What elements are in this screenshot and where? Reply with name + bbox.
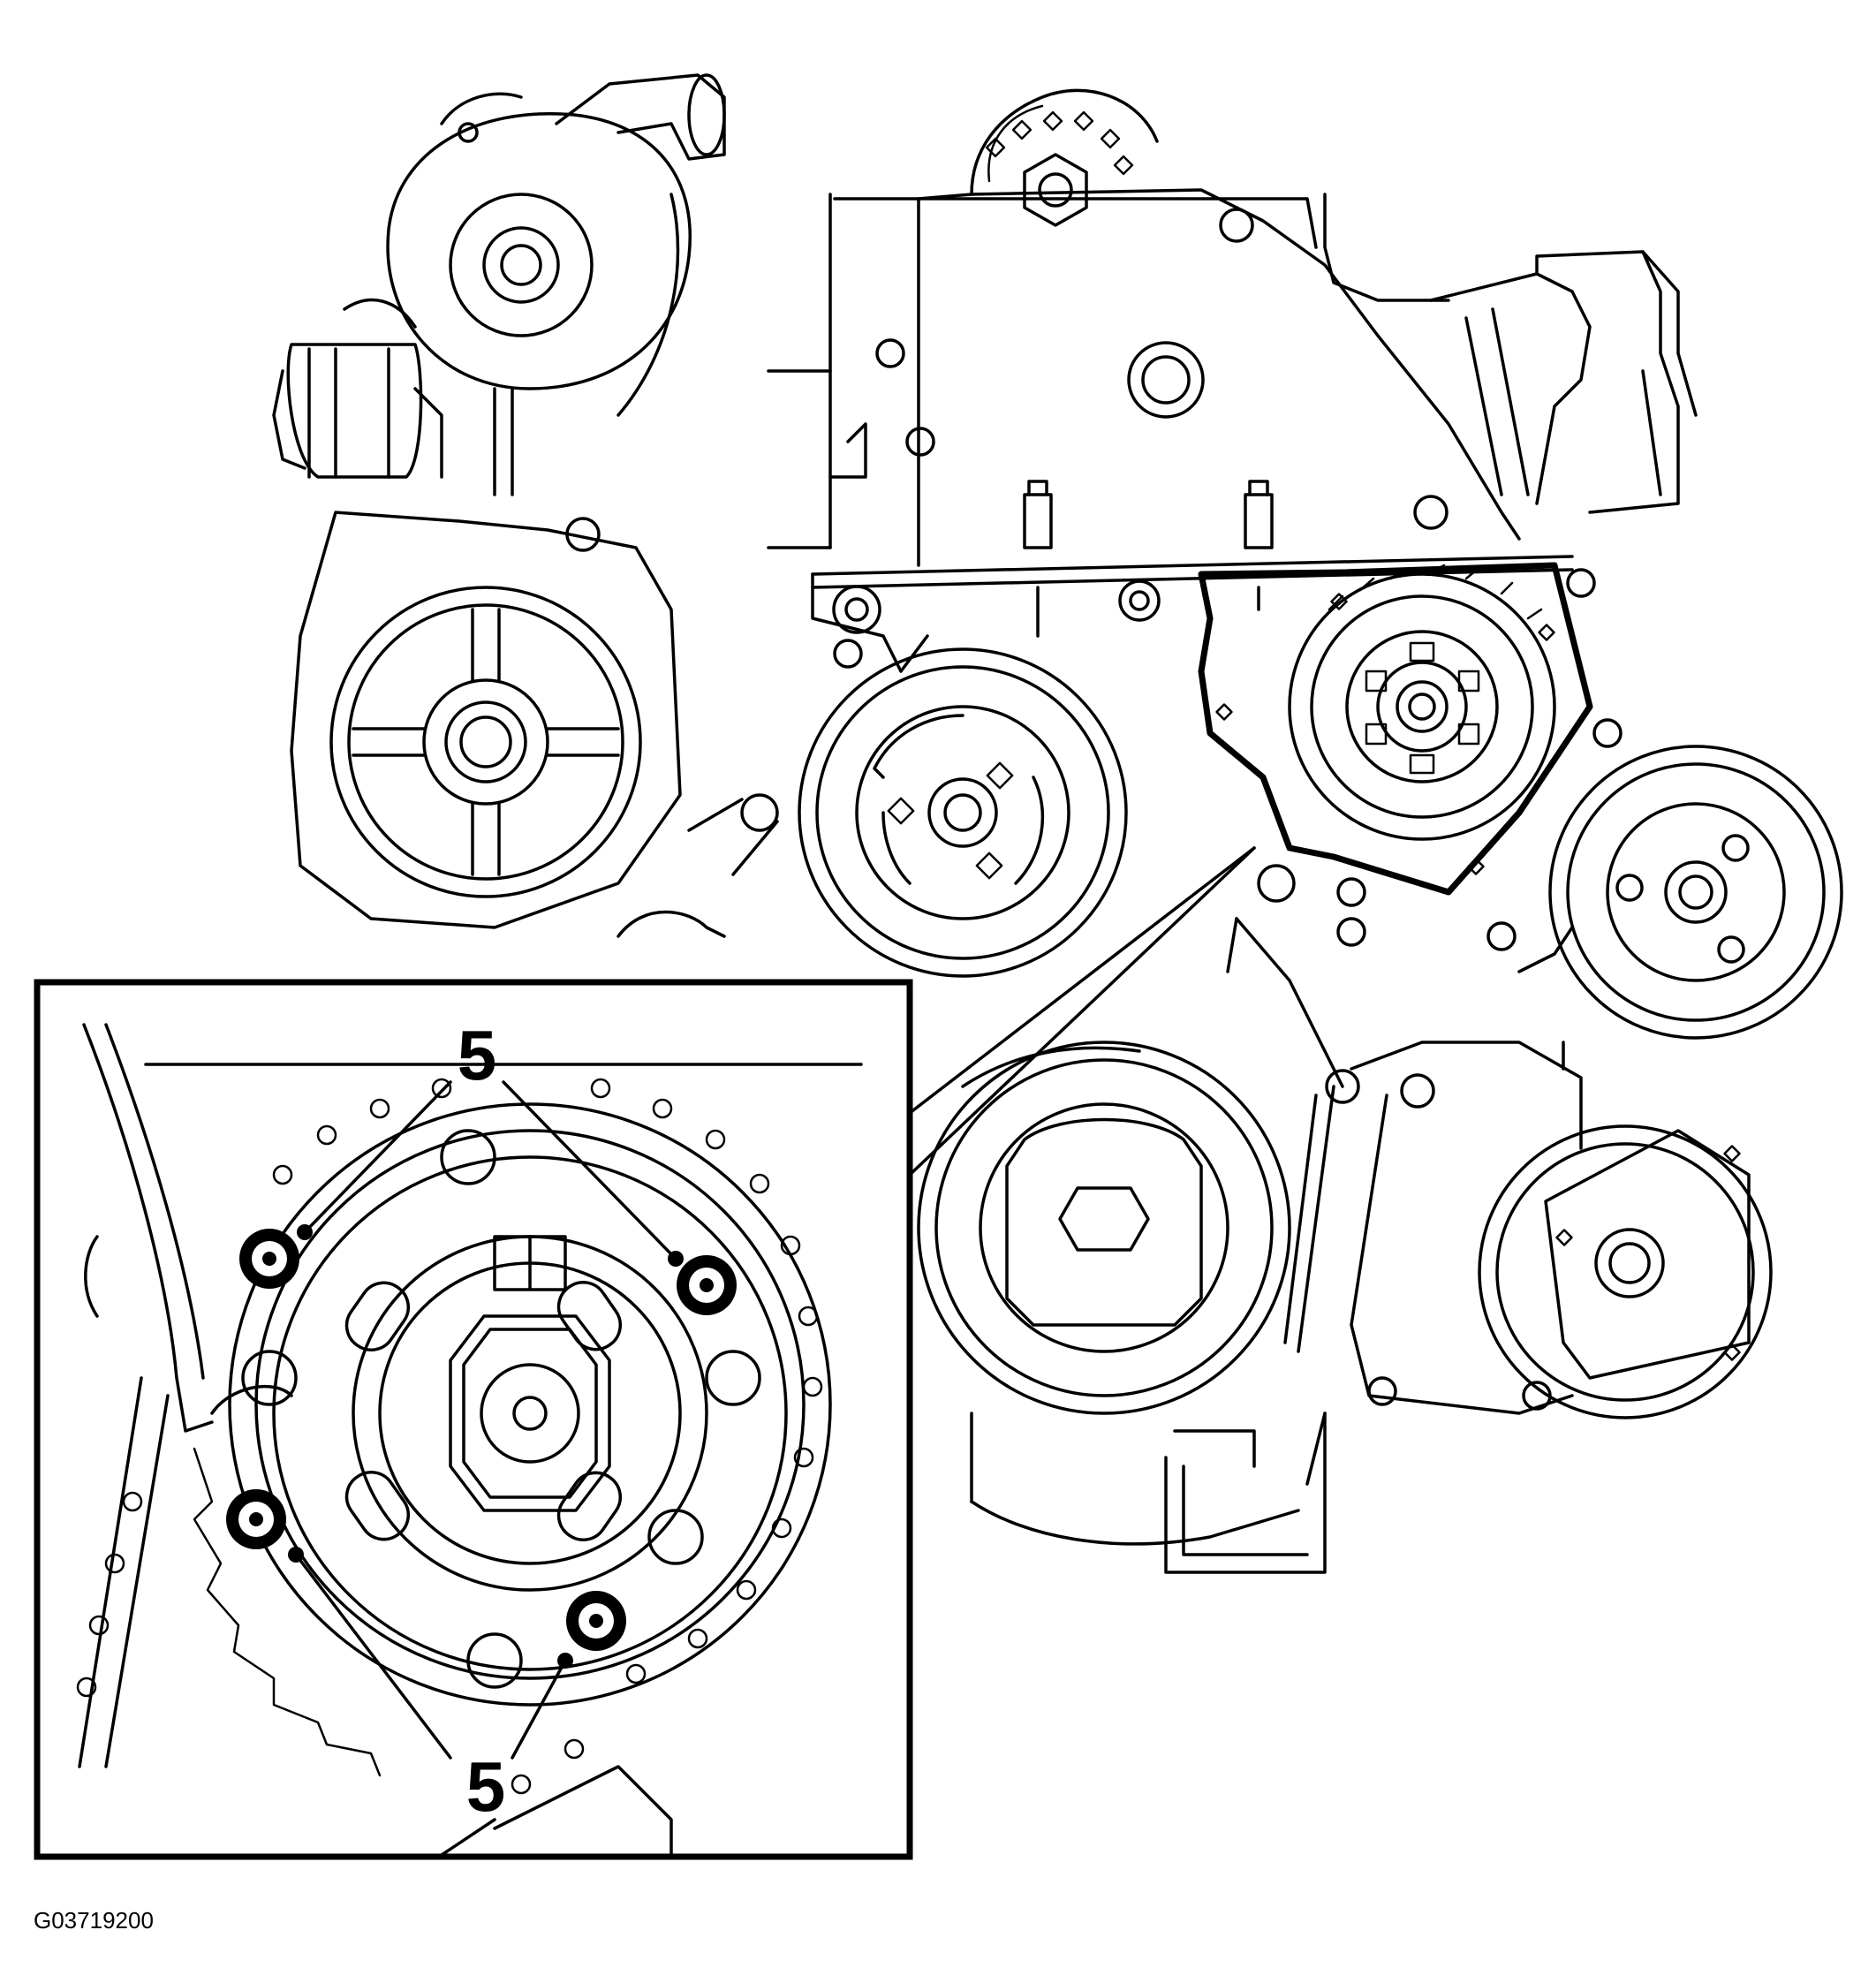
injection-pump bbox=[1429, 250, 1698, 514]
figure-code: G03719200 bbox=[34, 1907, 154, 1934]
callout-label-bottom: 5 bbox=[466, 1747, 506, 1826]
detail-inset: 5 5 bbox=[34, 979, 913, 1860]
lower-housing bbox=[1164, 864, 1574, 1574]
engine-front-view bbox=[272, 73, 1843, 1574]
crankshaft-pulley bbox=[917, 1041, 1300, 1546]
detail-pointer bbox=[908, 846, 1256, 1177]
idler-pulley-upper bbox=[1548, 745, 1843, 1040]
belt-tensioner bbox=[1283, 1041, 1773, 1419]
timing-chain-links bbox=[76, 1078, 823, 1795]
vacuum-pump bbox=[290, 511, 682, 929]
injection-pump-sprocket bbox=[1198, 562, 1623, 896]
timing-cover-upper bbox=[828, 88, 1521, 567]
turbocharger bbox=[272, 73, 726, 496]
compressor-pulley bbox=[617, 647, 1128, 978]
sprocket-teeth bbox=[1328, 564, 1543, 620]
cam-chain-top bbox=[985, 110, 1134, 176]
callout-leaders bbox=[288, 1080, 684, 1760]
callout-label-top: 5 bbox=[458, 1016, 497, 1094]
engine-block-plate bbox=[767, 369, 1574, 673]
sprocket-bolts bbox=[226, 1229, 737, 1651]
